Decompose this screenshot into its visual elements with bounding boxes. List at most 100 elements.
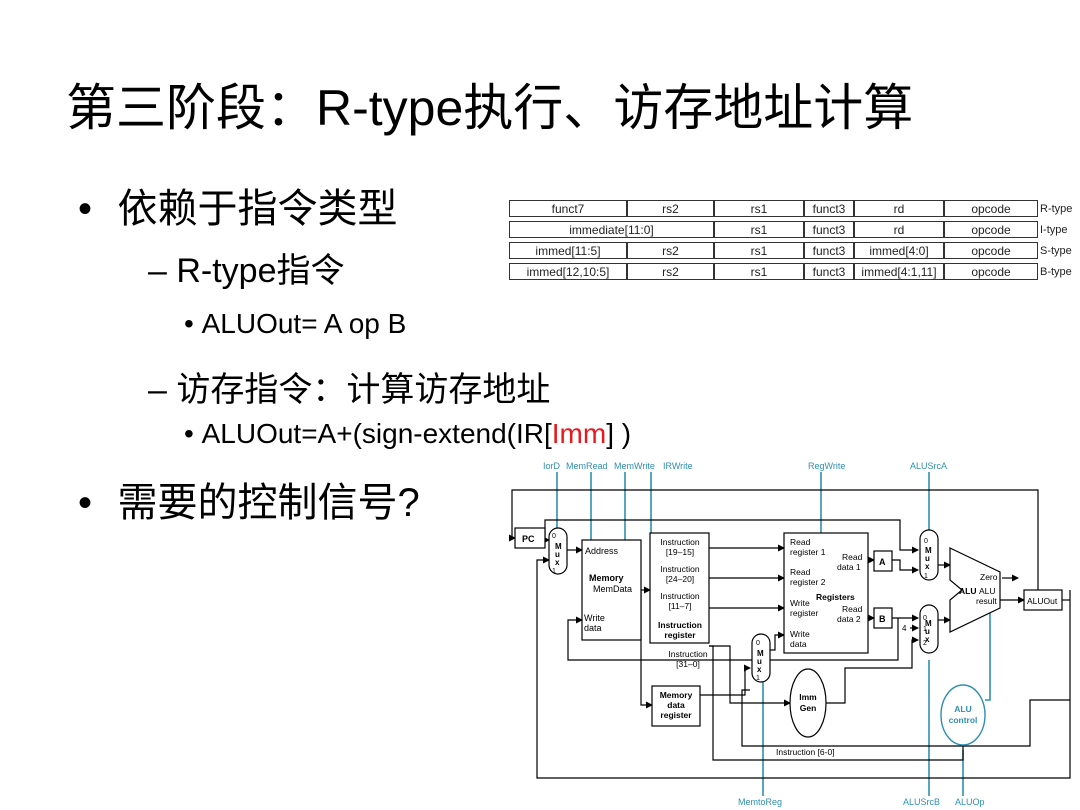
svg-text:MemData: MemData: [593, 584, 632, 594]
svg-text:Memory: Memory: [589, 573, 624, 583]
svg-text:Imm: Imm: [799, 692, 817, 702]
table-row: immed[11:5] rs2 rs1 funct3 immed[4:0] op…: [509, 242, 1073, 259]
svg-text:register 2: register 2: [790, 577, 826, 587]
alusrca-mux: [919, 529, 939, 581]
svg-text:Registers: Registers: [816, 592, 855, 602]
memwrite-label: MemWrite: [614, 461, 655, 471]
svg-text:u: u: [925, 554, 930, 563]
svg-text:result: result: [976, 596, 997, 606]
svg-text:Instruction: Instruction: [660, 537, 699, 547]
svg-text:PC: PC: [522, 534, 535, 544]
register-file: [783, 532, 869, 654]
table-row: funct7 rs2 rs1 funct3 rd opcode R-type: [509, 200, 1073, 217]
svg-text:1: 1: [924, 573, 928, 580]
item-aluout-aopb: • ALUOut= A op B: [184, 308, 407, 339]
alu: [949, 547, 1001, 633]
svg-text:Instruction: Instruction: [660, 564, 699, 574]
svg-text:Instruction [6-0]: Instruction [6-0]: [776, 747, 835, 757]
svg-text:[19–15]: [19–15]: [666, 547, 694, 557]
svg-text:M: M: [925, 619, 932, 628]
svg-text:1: 1: [552, 568, 556, 575]
svg-text:u: u: [925, 627, 930, 636]
svg-text:data 1: data 1: [837, 562, 861, 572]
slide-title: 第三阶段：R-type执行、访存地址计算: [66, 79, 914, 137]
svg-text:data: data: [790, 639, 807, 649]
memread-label: MemRead: [566, 461, 608, 471]
svg-text:0: 0: [756, 640, 760, 647]
aluout-register: [1023, 589, 1063, 611]
svg-text:ALUOut: ALUOut: [1027, 596, 1058, 606]
svg-text:Memory: Memory: [660, 690, 693, 700]
imm-gen: [789, 668, 827, 738]
pc-feedback-wire: [511, 489, 1039, 608]
alusrcb-mux: [919, 604, 939, 654]
svg-text:Instruction: Instruction: [668, 649, 707, 659]
svg-text:data 2: data 2: [837, 614, 861, 624]
svg-text:[24–20]: [24–20]: [666, 574, 694, 584]
table-row: immediate[11:0] rs1 funct3 rd opcode I-t…: [509, 221, 1073, 238]
bullet-control-signals: • 需要的控制信号?: [78, 480, 420, 526]
memtoreg-label: MemtoReg: [738, 797, 782, 807]
svg-text:1: 1: [756, 675, 760, 682]
svg-text:Address: Address: [585, 546, 619, 556]
alu-control: [940, 684, 986, 746]
svg-text:register: register: [790, 608, 819, 618]
alusrca-label: ALUSrcA: [910, 461, 947, 471]
svg-text:ALU: ALU: [959, 586, 976, 596]
svg-text:x: x: [555, 558, 560, 567]
bullet-text: 依赖于指令类型: [117, 186, 398, 232]
svg-text:control: control: [949, 715, 978, 725]
svg-text:2: 2: [923, 640, 927, 647]
sub-bullet-rtype: – R-type指令: [148, 251, 345, 291]
control-signal-lines: [556, 472, 991, 796]
svg-text:Write: Write: [790, 598, 810, 608]
memory-unit: [581, 539, 642, 641]
address-mux: [548, 527, 568, 575]
table-row: immed[12,10:5] rs2 rs1 funct3 immed[4:1,…: [509, 263, 1073, 280]
svg-text:x: x: [757, 665, 762, 674]
svg-text:Instruction: Instruction: [658, 620, 702, 630]
svg-text:Read: Read: [842, 604, 863, 614]
svg-text:Gen: Gen: [800, 703, 817, 713]
svg-text:ALU: ALU: [954, 704, 971, 714]
svg-text:data: data: [584, 623, 602, 633]
bullet-depends-on-type: • 依赖于指令类型: [78, 186, 398, 232]
svg-text:0: 0: [923, 615, 927, 622]
sub-bullet-memory-access: – 访存指令：计算访存地址: [148, 370, 551, 410]
control-labels-top: IorD MemRead MemWrite IRWrite RegWrite A…: [543, 461, 947, 471]
a-register: [873, 550, 893, 572]
memtoreg-mux: [751, 633, 771, 683]
instruction-format-table: funct7 rs2 rs1 funct3 rd opcode R-type i…: [509, 196, 1073, 284]
svg-text:Write: Write: [790, 629, 810, 639]
svg-text:u: u: [555, 550, 560, 559]
svg-text:M: M: [555, 542, 562, 551]
svg-text:Write: Write: [584, 613, 605, 623]
svg-text:u: u: [757, 657, 762, 666]
svg-text:Read: Read: [790, 537, 811, 547]
svg-text:0: 0: [552, 533, 556, 540]
pc-register: [514, 527, 546, 549]
iord-label: IorD: [543, 461, 561, 471]
instruction-register: [649, 532, 710, 644]
svg-text:B: B: [879, 614, 886, 624]
svg-text:data: data: [667, 700, 685, 710]
b-register: [873, 607, 893, 629]
svg-text:4: 4: [902, 624, 907, 633]
svg-text:Zero: Zero: [980, 572, 998, 582]
regwrite-label: RegWrite: [808, 461, 845, 471]
svg-text:x: x: [925, 562, 930, 571]
control-labels-bottom: MemtoReg ALUSrcB ALUOp: [738, 797, 985, 807]
irwrite-label: IRWrite: [663, 461, 693, 471]
svg-text:Read: Read: [842, 552, 863, 562]
svg-text:register: register: [664, 630, 696, 640]
item-aluout-address: • ALUOut=A+(sign-extend(IR[Imm] ): [184, 418, 632, 449]
imm-highlight: Imm: [551, 418, 607, 449]
svg-text:[31–0]: [31–0]: [676, 659, 700, 669]
svg-text:Read: Read: [790, 567, 811, 577]
svg-text:0: 0: [924, 538, 928, 545]
svg-text:x: x: [925, 635, 930, 644]
aluop-label: ALUOp: [955, 797, 985, 807]
svg-text:M: M: [925, 546, 932, 555]
svg-text:A: A: [879, 557, 886, 567]
